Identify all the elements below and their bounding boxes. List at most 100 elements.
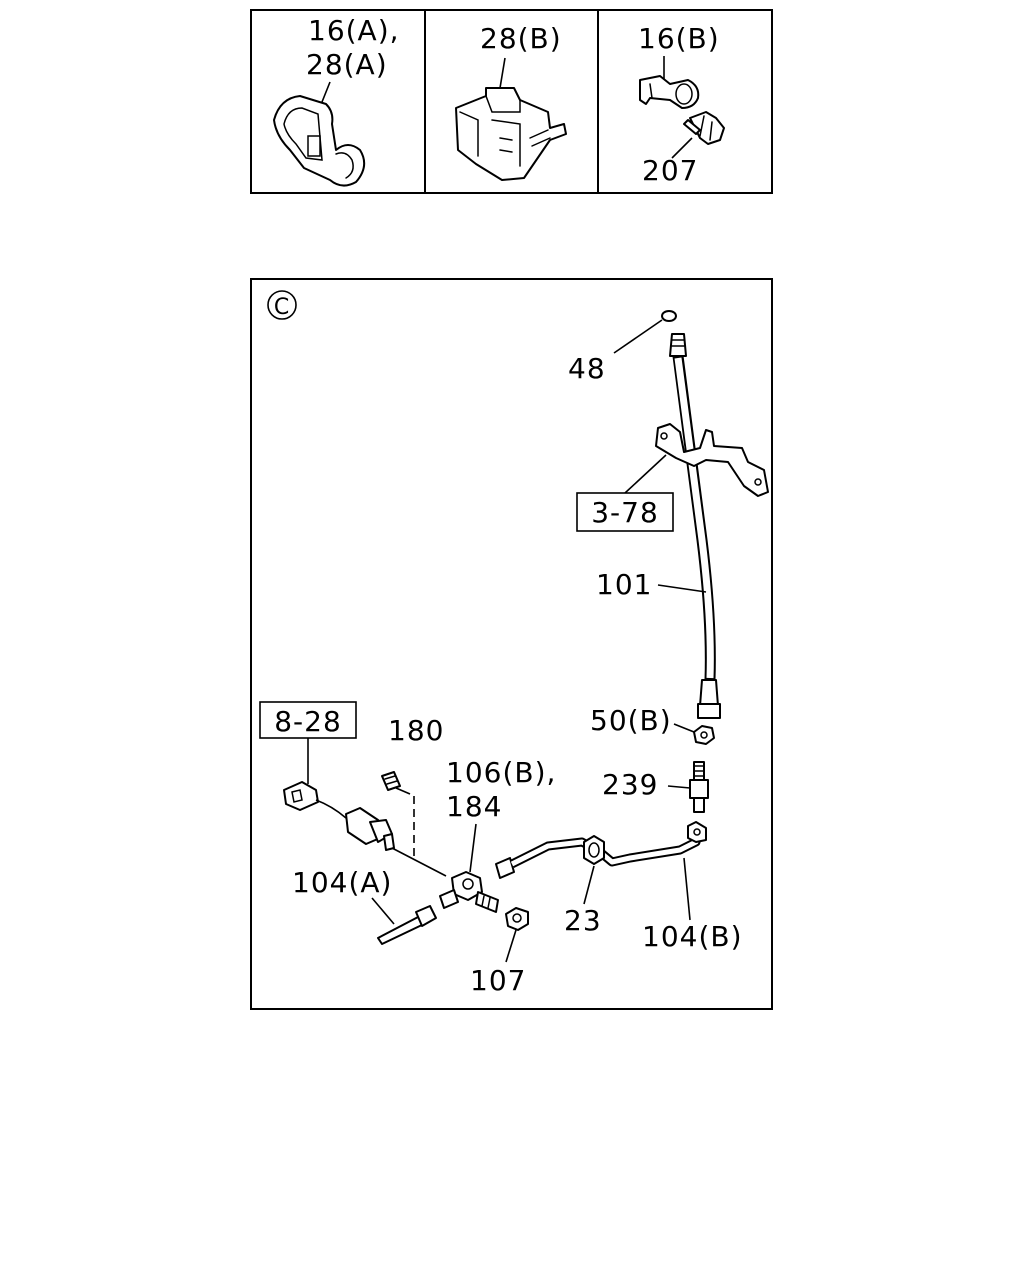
nut-107-body: [505, 907, 529, 931]
label-106b: 106(B),: [446, 756, 556, 789]
bracket-hole-1: [660, 432, 668, 440]
bracket-body: [655, 423, 769, 497]
washer-48: 48: [568, 310, 677, 385]
harness-wire: [315, 799, 347, 819]
sensor-assembly-line: [391, 847, 447, 877]
bolt-head: [689, 111, 725, 145]
label-207: 207: [642, 154, 698, 187]
hose-top-fitting-lines: [671, 339, 686, 347]
tee-right-threads: [481, 895, 491, 909]
hose-fill: [674, 357, 714, 679]
sensor-8-28: 8-28: [259, 701, 447, 877]
label-23: 23: [564, 904, 602, 937]
ref-box-3-78: [576, 492, 674, 532]
clamp-ring: [675, 83, 693, 105]
leader-3-78: [624, 454, 667, 494]
view-marker: C: [267, 290, 297, 320]
label-3-78: 3-78: [591, 496, 659, 529]
leader-101: [657, 584, 707, 593]
connector-bottom: [693, 797, 705, 813]
leader-50b: [673, 723, 695, 733]
view-marker-letter: C: [274, 295, 290, 320]
label-28b: 28(B): [480, 22, 562, 55]
clip-16a-28a: 16(A), 28(A): [273, 14, 400, 187]
main-panel: C 48 101 3-78: [250, 278, 773, 1010]
label-16a: 16(A),: [308, 14, 400, 47]
clamp-body: [639, 75, 700, 109]
sensor-tip: [383, 833, 395, 851]
clip-28b: 28(B): [455, 22, 567, 181]
label-180: 180: [388, 714, 444, 747]
leader-48: [613, 319, 663, 354]
label-16b: 16(B): [638, 22, 720, 55]
pipe-104a-nut: [415, 905, 437, 927]
bolt-thread: [683, 119, 701, 135]
clamp-23-body: [583, 835, 605, 865]
tee-right-port: [475, 891, 499, 913]
leader-104a: [371, 897, 395, 925]
pipe-104b-fill: [510, 833, 701, 867]
pipe-104a-body: [377, 915, 425, 945]
nut-107-hole: [512, 913, 522, 923]
pipe-104a: 104(A): [292, 866, 437, 945]
hose-bottom-nut: [697, 703, 721, 719]
leader-239: [667, 785, 691, 789]
clamp-16b: 16(B): [638, 22, 720, 109]
label-101: 101: [596, 568, 652, 601]
leader-184: [469, 823, 477, 873]
label-28a: 28(A): [306, 48, 388, 81]
tee-left-port: [439, 889, 459, 909]
clip-28b-ribs: [529, 129, 551, 147]
clip-28b-slots: [491, 119, 521, 167]
main-panel-frame: [250, 278, 773, 1010]
label-104b: 104(B): [642, 920, 743, 953]
clip-28b-top: [485, 95, 521, 113]
connector-239: 239: [602, 761, 709, 813]
leader-207: [671, 137, 693, 159]
clamp-23: 23: [564, 835, 605, 937]
nut-50b: 50(B): [590, 704, 715, 745]
nut-107: 107: [470, 907, 529, 997]
leader-104b: [683, 857, 691, 921]
tee-port: [462, 878, 474, 890]
washer: [661, 310, 677, 322]
hose-bottom-fitting: [699, 679, 719, 707]
bracket-3-78: 3-78: [576, 423, 769, 532]
top-panel-frame: [250, 9, 773, 194]
top-panel: 16(A), 28(A) 28(B) 16(B): [250, 9, 773, 194]
clip-28b-body: [455, 87, 567, 181]
clamp-23-ring: [588, 842, 600, 858]
hose-top-fitting: [669, 333, 687, 357]
pipe-104b-right-nut-hole: [693, 828, 701, 836]
clip-ring: [335, 152, 354, 179]
bolt-head-lines: [699, 115, 713, 141]
plug-threads: [384, 775, 398, 785]
connector-hex: [689, 779, 709, 799]
clip-28b-left: [459, 111, 479, 157]
clamp-fold: [649, 83, 653, 99]
view-marker-circle: [267, 290, 297, 320]
clip-inner: [283, 107, 323, 161]
nut: [693, 725, 715, 745]
bracket-hole-2: [754, 478, 762, 486]
leader-23: [583, 865, 595, 905]
pipe-104b-right-nut: [687, 821, 707, 843]
label-107: 107: [470, 964, 526, 997]
ref-box-8-28: [259, 701, 357, 739]
label-104a: 104(A): [292, 866, 392, 899]
nut-hole: [700, 731, 708, 739]
hose-101: 101: [596, 333, 721, 719]
label-239: 239: [602, 768, 658, 801]
leader-180: [395, 787, 411, 795]
tee-106b-184: 106(B), 184: [439, 756, 556, 913]
label-184: 184: [446, 790, 502, 823]
bolt-207: 207: [642, 111, 725, 187]
clip-body: [273, 95, 366, 187]
connector-top-threads: [693, 765, 705, 777]
clip-slot: [307, 135, 321, 157]
label-8-28: 8-28: [274, 705, 342, 738]
pipe-104b-left-nut: [495, 857, 515, 879]
pipe-104b: 104(B): [495, 821, 743, 953]
plug-180: 180: [381, 714, 444, 856]
